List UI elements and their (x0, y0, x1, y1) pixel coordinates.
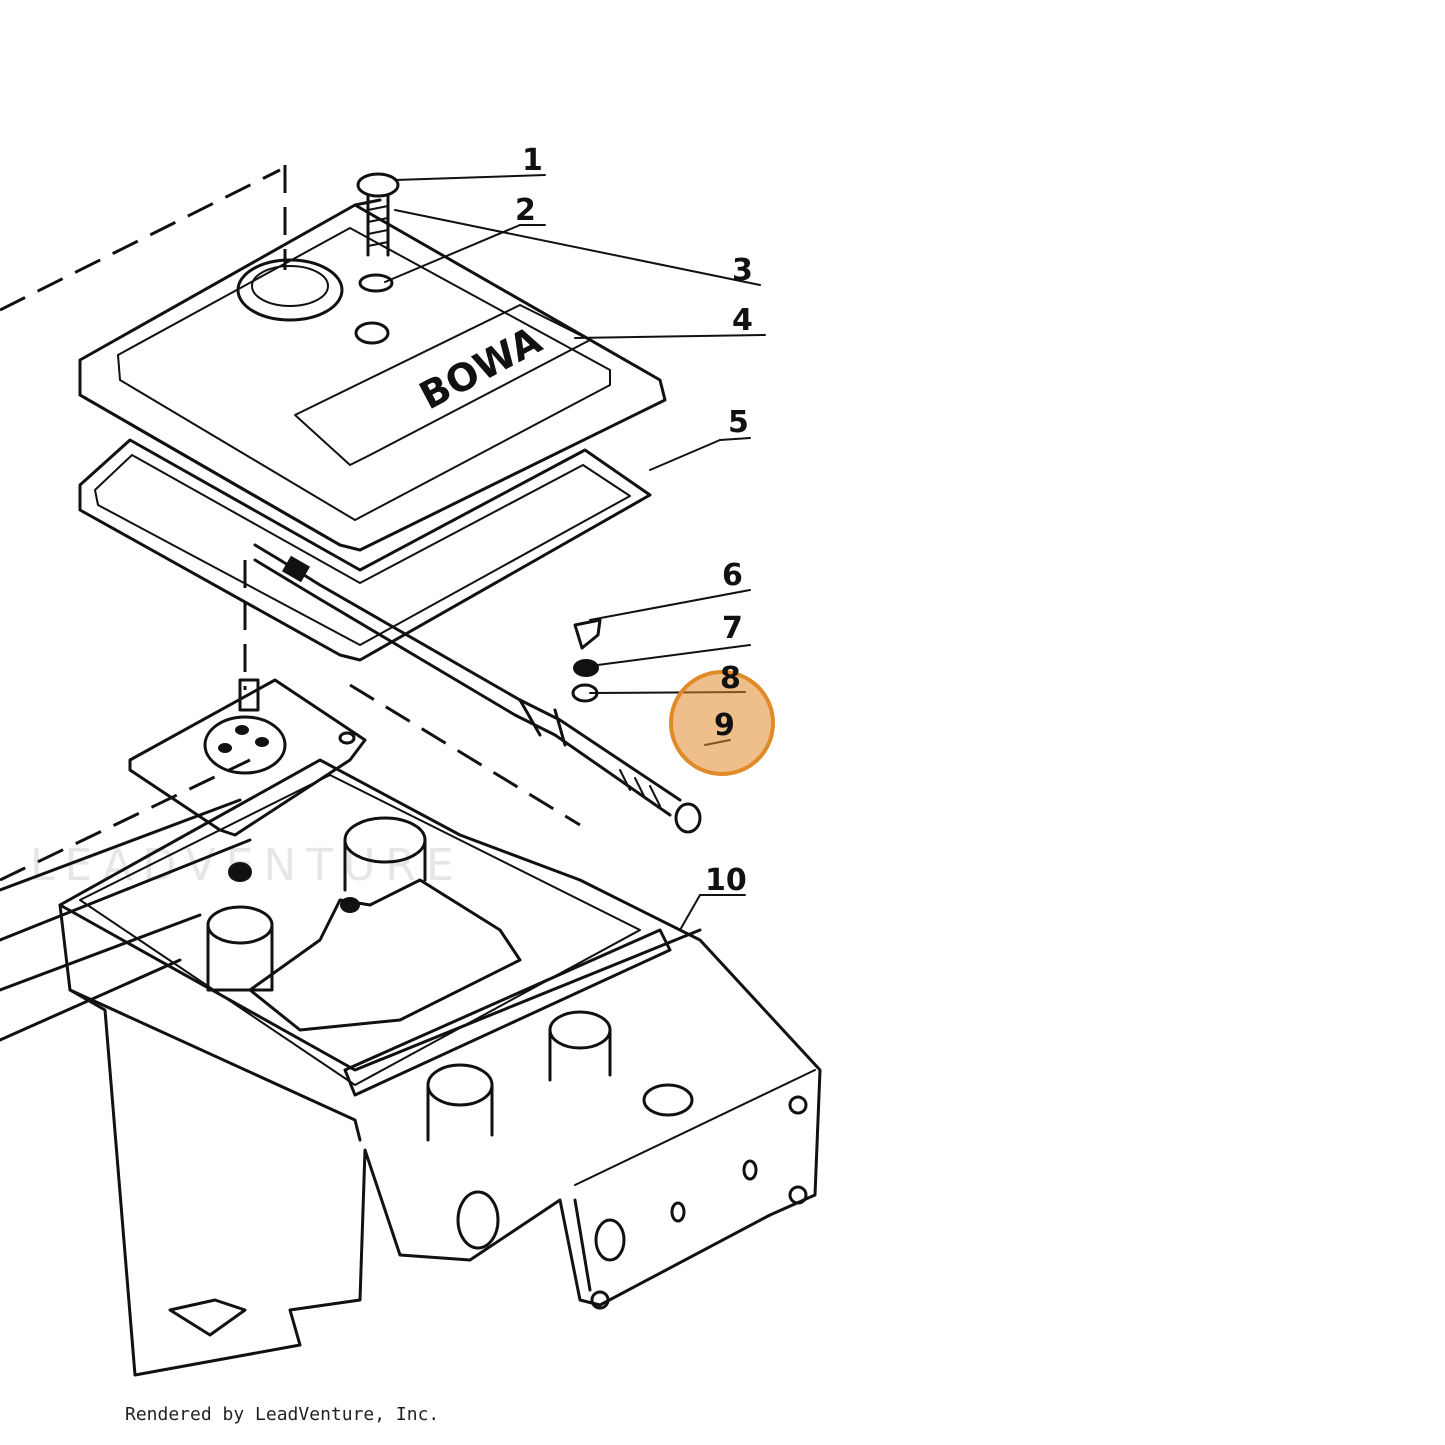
callout-2[interactable]: 2 (515, 193, 536, 228)
callout-7[interactable]: 7 (722, 611, 743, 646)
callout-3[interactable]: 3 (732, 253, 753, 288)
callout-5[interactable]: 5 (728, 405, 749, 440)
cover-gasket (78, 438, 652, 662)
rocker-plate (128, 678, 367, 837)
construction-lines (0, 165, 581, 882)
callout-4[interactable]: 4 (732, 303, 753, 338)
valve-cover: BOWA (78, 198, 667, 552)
callout-8[interactable]: 8 (720, 661, 741, 696)
callout-1[interactable]: 1 (522, 143, 543, 178)
highlight-marker[interactable] (669, 670, 775, 776)
small-fasteners (571, 618, 602, 703)
leader-lines (384, 174, 766, 931)
callout-numbers: 1 2 3 4 5 6 7 8 9 10 (515, 143, 753, 898)
washer (358, 273, 394, 293)
callout-10[interactable]: 10 (705, 863, 747, 898)
cover-logo: BOWA (412, 318, 549, 419)
bolt (356, 172, 400, 257)
render-credit: Rendered by LeadVenture, Inc. (125, 1404, 440, 1425)
callout-6[interactable]: 6 (722, 558, 743, 593)
breather-tube (253, 543, 702, 834)
cylinder-head (0, 758, 822, 1377)
callout-9[interactable]: 9 (714, 708, 735, 743)
